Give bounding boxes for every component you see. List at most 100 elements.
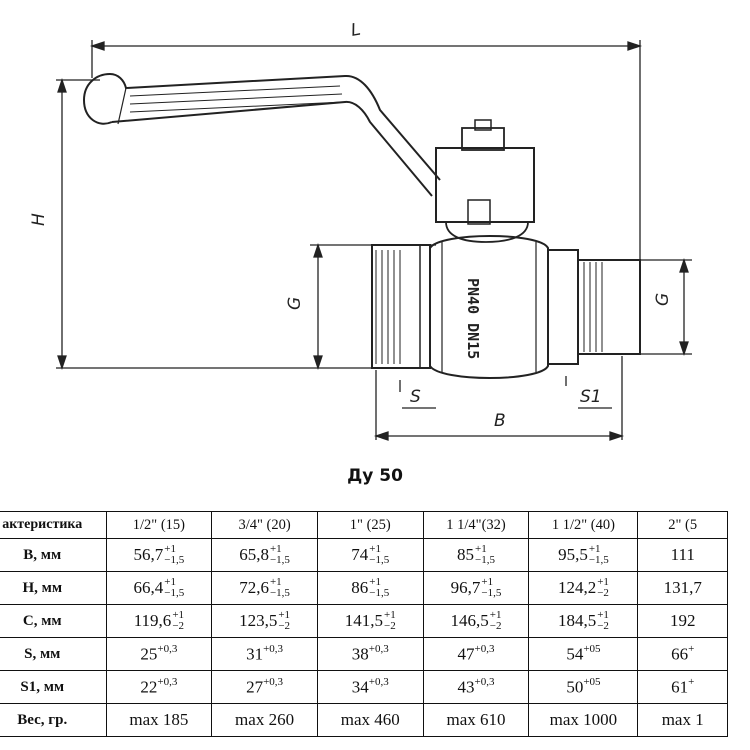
table-cell: 50+05 [528,670,639,704]
page-title: Ду 50 [347,466,403,486]
table-cell: 61+ [637,670,728,704]
label-l: L [349,20,362,41]
header-cell: 1 1/4"(32) [422,511,530,539]
table-cell: 74+1−1,5 [316,538,424,572]
table-cell: 47+0,3 [422,637,530,671]
cell-value: 34 [351,677,369,697]
cell-value: 56,7 [133,545,164,564]
tolerance: +0,3 [368,643,389,656]
cell-value: max 260 [235,710,295,729]
row-label: S1, мм [0,670,107,704]
handle-ribs [129,85,345,113]
thread-lines [583,262,603,352]
cell-value: 43 [457,677,475,697]
label-s: S [410,387,421,407]
cell-value: 85 [457,545,475,564]
cell-value: 61 [671,677,689,697]
row-label: C, мм [0,604,107,638]
cell-value: 146,5 [450,611,489,630]
table-cell: 43+0,3 [422,670,530,704]
table-cell: 141,5+1−2 [316,604,424,638]
cell-value: 192 [669,611,696,630]
cell-value: 66,4 [133,578,164,597]
tolerance: +0,3 [157,676,178,689]
tolerance: +1−1,5 [588,543,609,566]
tolerance: +05 [583,643,601,656]
tolerance: +0,3 [263,676,284,689]
cell-value: 66 [671,644,689,664]
neck [445,221,529,243]
table-cell: 111 [637,538,728,572]
cell-value: max 185 [129,710,189,729]
table-cell: 192 [637,604,728,638]
tolerance: +1−2 [172,609,185,632]
cell-value: max 460 [340,710,400,729]
tolerance: + [688,676,695,689]
tolerance: +1−2 [278,609,291,632]
arrow-up-icon [679,257,689,273]
male-end [577,259,641,355]
row-label: H, мм [0,571,107,605]
cell-value: 119,6 [133,611,172,630]
arrow-left-icon [373,431,389,441]
row-label: S, мм [0,637,107,671]
label-g-right: G [653,293,673,306]
cell-value: 111 [670,545,695,564]
cell-value: 47 [457,644,475,664]
table-cell: 22+0,3 [105,670,213,704]
cell-value: 25 [140,644,158,664]
handle-base [435,147,535,223]
table-cell: max 260 [211,703,318,737]
tolerance: +1−1,5 [481,576,502,599]
table-cell: 34+0,3 [316,670,424,704]
table-cell: 66,4+1−1,5 [105,571,213,605]
table-cell: 131,7 [637,571,728,605]
table-cell: 72,6+1−1,5 [211,571,318,605]
cell-value: 22 [140,677,158,697]
arrow-down-icon [313,355,323,371]
table-cell: 124,2+1−2 [528,571,639,605]
stem-top [474,119,492,131]
table-cell: 31+0,3 [211,637,318,671]
table-cell: 65,8+1−1,5 [211,538,318,572]
tolerance: +0,3 [157,643,178,656]
table-cell: 66+ [637,637,728,671]
cell-value: 123,5 [239,611,278,630]
cell-value: 124,2 [557,578,597,597]
tolerance: +0,3 [474,676,495,689]
cell-value: 184,5 [557,611,597,630]
body-marking: PN40 DN15 [464,278,482,359]
tolerance: +1−2 [597,609,609,632]
female-end [371,244,431,369]
handle-grip [83,99,113,125]
cell-value: 96,7 [450,578,481,597]
cell-value: 72,6 [239,578,269,597]
cell-value: 50 [566,677,584,697]
tolerance: +1−2 [489,609,502,632]
table-header-row: актеристика 1/2" (15) 3/4" (20) 1" (25) … [0,511,728,539]
label-b: B [494,411,506,431]
header-cell: актеристика [0,511,107,539]
tolerance: +05 [583,676,601,689]
tolerance: +1−1,5 [164,543,185,566]
valve-body [429,235,549,379]
thread-lines [375,250,401,364]
header-cell: 1/2" (15) [105,511,213,539]
stem-nut [461,127,505,151]
arrow-right-icon [609,431,625,441]
tolerance: + [688,643,695,656]
cell-value: 131,7 [663,578,702,597]
handle-edge [111,100,433,197]
cell-value: 27 [246,677,264,697]
table-cell: 25+0,3 [105,637,213,671]
tolerance: +1−1,5 [269,543,290,566]
hex-right [547,249,579,365]
cell-value: 38 [351,644,369,664]
table-cell: 146,5+1−2 [422,604,530,638]
cell-value: max 1 [661,710,704,729]
tolerance: +0,3 [474,643,495,656]
